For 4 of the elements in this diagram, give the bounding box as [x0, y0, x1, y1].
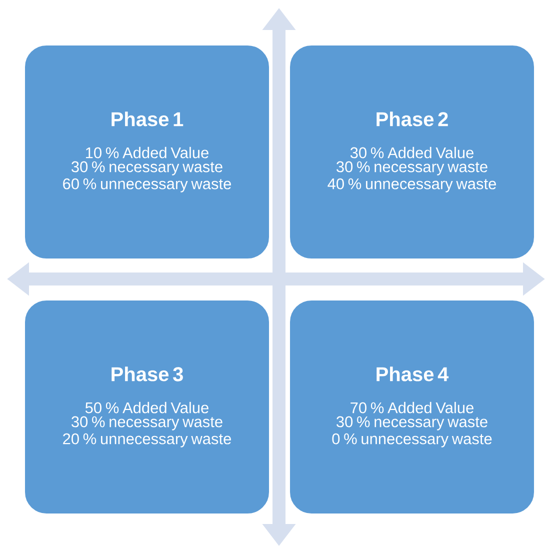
phase-box: Phase 1 10 % Added Value 30 % necessary waste 60 % unnecessary waste [24, 44, 270, 260]
phase-box: Phase 4 70 % Added Value 30 % necessary waste 0 % unnecessary waste [289, 300, 535, 514]
phase-box: Phase 3 50 % Added Value 30 % necessary waste 20 % unnecessary waste [24, 300, 270, 514]
phase-box: Phase 2 30 % Added Value 30 % necessary waste 40 % unnecessary waste [289, 44, 535, 260]
